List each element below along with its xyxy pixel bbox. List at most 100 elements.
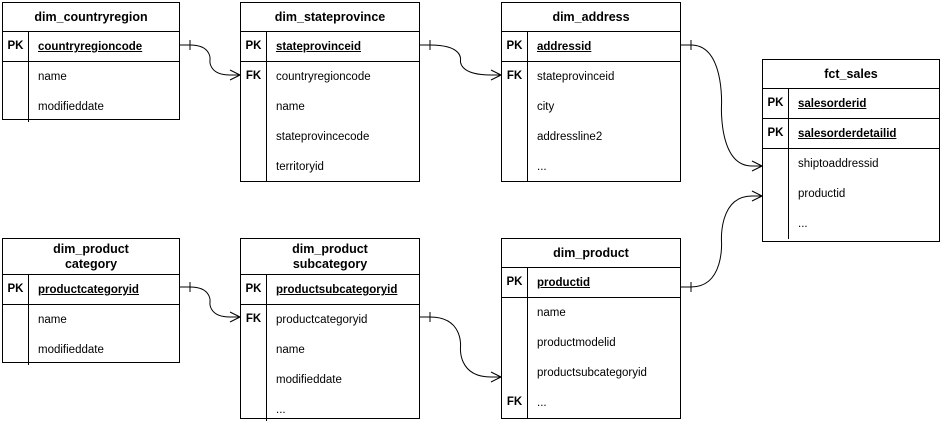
attribute-field: productmodelid (537, 337, 616, 349)
field-list: productcategoryid (29, 275, 179, 304)
key-cell-empty (763, 149, 789, 239)
crowsfoot-lower (751, 195, 763, 202)
key-label-pk: PK (241, 32, 267, 61)
entity-row: name modifieddate (3, 305, 179, 365)
primary-key-field: productcategoryid (38, 284, 139, 296)
key-cell-empty (3, 62, 29, 122)
field-list: salesorderid (789, 89, 939, 118)
crowsfoot-lower (751, 165, 763, 172)
connector-line (189, 44, 231, 76)
entity-title-dim_stateprovince: dim_stateprovince (241, 3, 419, 32)
primary-key-field: salesorderdetailid (798, 128, 897, 140)
attribute-field: productid (798, 188, 846, 200)
relationship-subcategory-to-product[interactable] (420, 312, 502, 383)
field-list: productid (528, 268, 680, 297)
attribute-field: modifieddate (276, 374, 342, 386)
field-list: salesorderdetailid (789, 119, 939, 148)
entity-title-dim_product_subcategory: dim_product subcategory (241, 239, 419, 275)
attribute-field: ... (537, 397, 547, 409)
field-list: productsubcategoryid (267, 275, 419, 304)
attribute-field: countryregioncode (276, 71, 371, 83)
field-list: stateprovinceid (267, 32, 419, 61)
primary-key-field: productsubcategoryid (276, 284, 398, 296)
crowsfoot-lower (490, 376, 502, 383)
primary-key-field: stateprovinceid (276, 41, 361, 53)
primary-key-field: salesorderid (798, 98, 867, 110)
key-cell-empty (3, 305, 29, 365)
field-list: countryregioncode (29, 32, 179, 61)
entity-title-dim_address: dim_address (502, 3, 680, 32)
crowsfoot-upper (229, 311, 241, 318)
attribute-field: stateprovinceid (537, 71, 615, 83)
crowsfoot-upper (490, 69, 502, 76)
relationship-product-to-fctsales[interactable] (681, 190, 763, 292)
entity-row: PK salesorderid (763, 89, 939, 119)
relationship-address-to-fctsales[interactable] (681, 40, 763, 172)
entity-row: PK productsubcategoryid (241, 275, 419, 305)
relationship-productcategory-to-subcategory[interactable] (180, 282, 241, 323)
primary-key-field: countryregioncode (38, 41, 143, 53)
key-label-pk: PK (763, 119, 789, 148)
entity-title-dim_countryregion: dim_countryregion (3, 3, 179, 32)
key-label-pk: PK (3, 275, 29, 304)
field-list: stateprovinceid city addressline2... (528, 62, 680, 182)
attribute-field: modifieddate (38, 101, 104, 113)
primary-key-field: addressid (537, 41, 592, 53)
field-list: addressid (528, 32, 680, 61)
entity-row: PK stateprovinceid (241, 32, 419, 62)
entity-row: FK countryregioncode name stateprovincecode… (241, 62, 419, 182)
entity-row: name modifieddate (3, 62, 179, 122)
attribute-field: territoryid (276, 161, 324, 173)
connector-line (189, 286, 231, 318)
connector-line (429, 316, 492, 378)
attribute-field: name (276, 101, 305, 113)
primary-key-field: productid (537, 277, 591, 289)
connector-line (429, 44, 492, 76)
key-label-fk: FK (502, 298, 528, 418)
key-label-fk: FK (241, 62, 267, 182)
crowsfoot-upper (229, 69, 241, 76)
attribute-field: productsubcategoryid (537, 367, 647, 379)
key-label-pk: PK (241, 275, 267, 304)
attribute-field: name (38, 71, 67, 83)
attribute-field: ... (537, 161, 547, 173)
key-label-pk: PK (502, 268, 528, 297)
connector-line (690, 195, 753, 288)
key-label-pk: PK (502, 32, 528, 61)
attribute-field: addressline2 (537, 131, 603, 143)
entity-row: PK addressid (502, 32, 680, 62)
key-label-fk: FK (502, 62, 528, 182)
entity-row: PK productid (502, 268, 680, 298)
entity-row: PK salesorderdetailid (763, 119, 939, 149)
relationship-stateprovince-to-address[interactable] (420, 40, 502, 81)
attribute-field: stateprovincecode (276, 131, 370, 143)
attribute-field: ... (798, 218, 808, 230)
key-label-pk: PK (763, 89, 789, 118)
attribute-field: city (537, 101, 555, 113)
key-label-pk: PK (3, 32, 29, 61)
attribute-field: name (38, 314, 67, 326)
entity-row: PK productcategoryid (3, 275, 179, 305)
attribute-field: modifieddate (38, 344, 104, 356)
crowsfoot-upper (751, 160, 763, 167)
relationship-countryregion-to-stateprovince[interactable] (180, 40, 241, 81)
entity-row: PK countryregioncode (3, 32, 179, 62)
entity-title-dim_product: dim_product (502, 239, 680, 268)
field-list: countryregioncode name stateprovincecode te… (267, 62, 419, 182)
crowsfoot-upper (490, 371, 502, 378)
field-list: name modifieddate (29, 305, 179, 365)
